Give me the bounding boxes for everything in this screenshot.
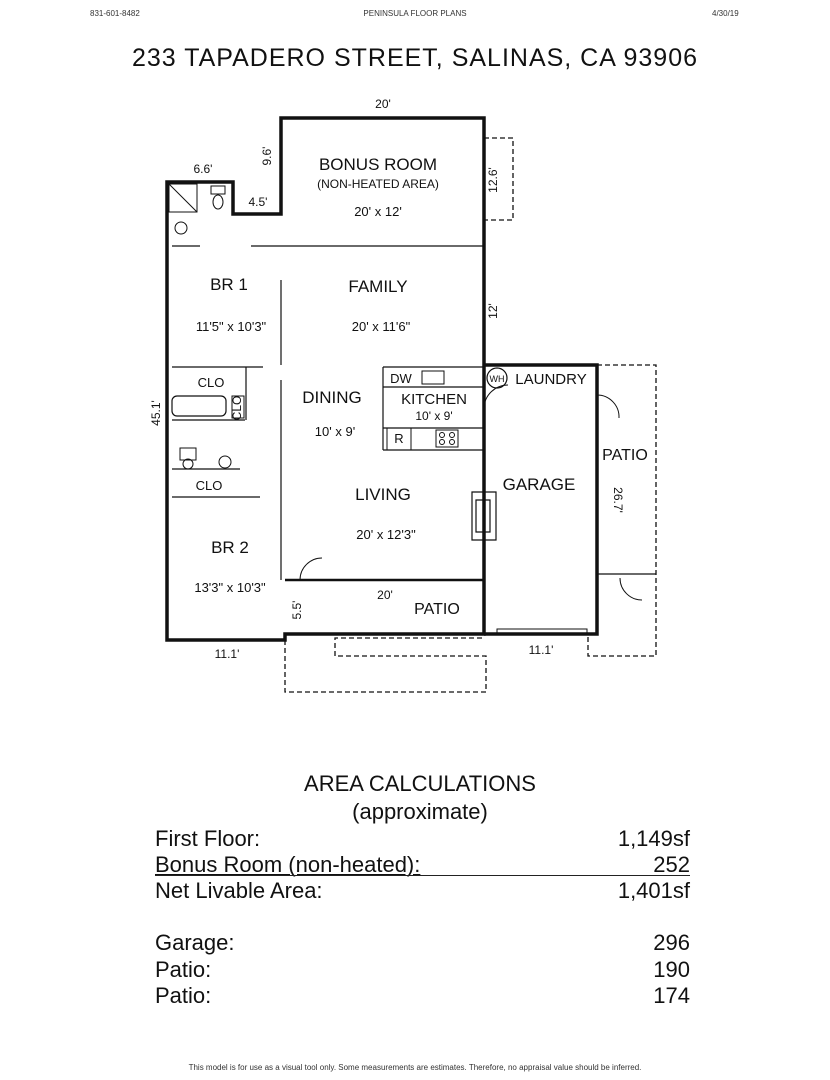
room-label-kitchen: KITCHEN [401, 391, 467, 408]
area-calculations: AREA CALCULATIONS (approximate) [0, 770, 830, 826]
header-date: 4/30/19 [712, 9, 739, 18]
floor-plan: BONUS ROOM (NON-HEATED AREA) 20' x 12' B… [149, 97, 657, 693]
dim-bonus-side: 9.6' [260, 147, 274, 166]
patio-bottom-outline [284, 637, 487, 693]
room-label-bonus: BONUS ROOM [319, 155, 437, 174]
bathtub [171, 395, 227, 417]
room-size-kitchen: 10' x 9' [415, 409, 452, 423]
exterior-walls [165, 116, 486, 642]
appliance-label-dw: DW [390, 371, 412, 386]
stove [435, 429, 459, 448]
room-label-br2: BR 2 [211, 538, 249, 557]
appliance-label-wh: WH [490, 374, 505, 384]
room-size-bonus: 20' x 12' [354, 204, 402, 219]
room-label-patio-bottom: PATIO [414, 601, 460, 618]
area-value: 1,149sf [617, 826, 690, 851]
header-phone: 831-601-8482 [90, 9, 140, 18]
area-label: Net Livable Area: [155, 878, 323, 903]
header-company: PENINSULA FLOOR PLANS [363, 9, 467, 18]
sum-divider [155, 875, 690, 876]
room-size-living: 20' x 12'3" [356, 527, 416, 542]
disclaimer: This model is for use as a visual tool o… [188, 1063, 642, 1072]
garage-door [496, 628, 588, 636]
dim-patio-width: 20' [377, 588, 393, 602]
room-label-laundry: LAUNDRY [515, 371, 586, 388]
garage-walls [484, 363, 599, 636]
sink [421, 370, 445, 385]
page-title: 233 TAPADERO STREET, SALINAS, CA 93906 [131, 44, 698, 72]
room-label-family: FAMILY [348, 277, 407, 296]
room-note-bonus: (NON-HEATED AREA) [317, 177, 439, 191]
dim-patio-side: 26.7' [611, 487, 625, 513]
dim-bonus-right: 12.6' [486, 167, 500, 193]
dim-bottom-right: 11.1' [529, 643, 554, 657]
dim-top-width: 20' [375, 97, 391, 111]
fireplace [471, 491, 497, 541]
area-value: 190 [653, 957, 690, 982]
closet-label-2: CLO [230, 396, 244, 421]
dim-step: 4.5' [249, 195, 268, 209]
shower [168, 183, 198, 213]
room-label-dining: DINING [302, 388, 362, 407]
patio-right-outline [587, 364, 657, 657]
area-subtitle: (approximate) [352, 799, 488, 824]
room-size-br2: 13'3" x 10'3" [194, 580, 266, 595]
area-value: 174 [653, 983, 690, 1008]
area-label: Bonus Room (non-heated): [155, 852, 421, 877]
area-value: 296 [653, 930, 690, 955]
room-label-br1: BR 1 [210, 275, 248, 294]
room-size-dining: 10' x 9' [315, 424, 355, 439]
dim-left-total: 45.1' [149, 400, 163, 426]
dim-family-right: 12' [486, 303, 500, 319]
area-value: 1,401sf [617, 878, 690, 903]
area-label: First Floor: [155, 826, 261, 851]
area-label: Patio: [155, 983, 212, 1008]
area-title: AREA CALCULATIONS [304, 771, 536, 796]
area-value: 252 [653, 852, 690, 877]
dim-bottom-left: 11.1' [215, 647, 240, 661]
closet-label-1: CLO [198, 375, 225, 390]
room-label-garage: GARAGE [503, 475, 576, 494]
room-label-living: LIVING [355, 485, 411, 504]
appliance-label-range: R [394, 431, 403, 446]
room-size-br1: 11'5" x 10'3" [196, 319, 267, 334]
dim-patio-depth: 5.5' [290, 601, 304, 620]
area-label: Garage: [155, 930, 235, 955]
room-size-family: 20' x 11'6" [352, 319, 411, 334]
refrigerator [386, 427, 412, 451]
closet-label-3: CLO [196, 478, 223, 493]
area-label: Patio: [155, 957, 212, 982]
dim-bath-width: 6.6' [194, 162, 213, 176]
room-label-patio-right: PATIO [602, 447, 648, 464]
